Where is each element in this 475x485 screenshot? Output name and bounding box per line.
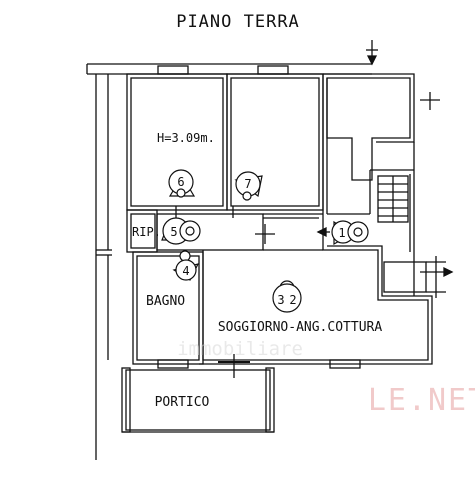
marker-1-label: 1 <box>338 226 345 240</box>
bedroom-2-wall <box>230 77 320 207</box>
watermark-left: immobiliare <box>177 338 303 360</box>
marker-4-label: 4 <box>182 264 189 278</box>
marker-3-label: 3 <box>277 293 284 307</box>
portico-outline <box>125 369 271 431</box>
marker-23-symbol <box>272 283 302 313</box>
rip-closet-wall <box>130 213 156 249</box>
rip-label: RIP. <box>132 225 161 239</box>
marker-7-label: 7 <box>244 177 251 191</box>
watermark-right: LE.NET <box>368 383 475 418</box>
marker-6-label: 6 <box>177 175 184 189</box>
bedroom-1-wall <box>130 77 224 207</box>
living-room-label: SOGGIORNO-ANG.COTTURA <box>218 320 383 335</box>
marker-5-label: 5 <box>170 225 177 239</box>
bathroom-label: BAGNO <box>146 294 185 309</box>
marker-2-label: 2 <box>289 293 296 307</box>
marker-4-symbol <box>175 259 197 281</box>
living-room-wall <box>202 240 429 361</box>
portico-label: PORTICO <box>155 395 210 410</box>
service-block-wall <box>326 77 411 181</box>
service-niche <box>383 261 427 293</box>
plan-title: PIANO TERRA <box>176 12 300 32</box>
ceiling-height-note: H=3.09m. <box>157 131 215 145</box>
